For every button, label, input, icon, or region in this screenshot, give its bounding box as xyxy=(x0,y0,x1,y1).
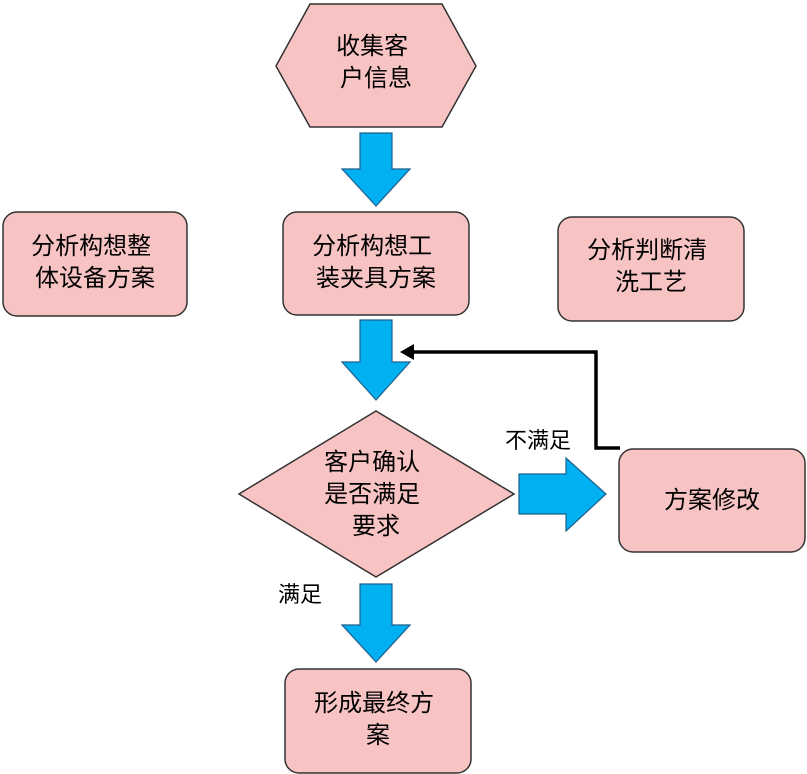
whole-equipment-line-1: 分析构想整 xyxy=(31,232,151,260)
customer-confirm-text: 客户确认 是否满足 要求 xyxy=(324,448,428,540)
collect-info-line-2: 户信息 xyxy=(340,64,412,92)
cleaning-process-node xyxy=(557,216,745,322)
cleaning-process-line-1: 分析判断清 xyxy=(587,236,707,264)
customer-confirm-node xyxy=(237,410,516,578)
satisfied-label: 满足 xyxy=(278,583,322,608)
fixture-plan-line-2: 装夹具方案 xyxy=(316,264,436,292)
final-plan-node xyxy=(284,668,472,774)
cleaning-process-text: 分析判断清 洗工艺 xyxy=(587,236,715,296)
feedback-connector-line xyxy=(412,350,620,450)
collect-info-node xyxy=(275,3,477,128)
plan-revision-text: 方案修改 xyxy=(664,486,760,514)
collect-info-line-1: 收集客 xyxy=(336,32,408,60)
final-plan-line-2: 案 xyxy=(366,721,390,749)
whole-equipment-text: 分析构想整 体设备方案 xyxy=(31,232,159,292)
down-arrow-icon xyxy=(340,583,412,663)
fixture-plan-text: 分析构想工 装夹具方案 xyxy=(312,232,440,292)
collect-info-text: 收集客 户信息 xyxy=(336,32,416,92)
whole-equipment-node xyxy=(2,211,188,317)
whole-equipment-line-2: 体设备方案 xyxy=(35,264,155,292)
final-plan-line-1: 形成最终方 xyxy=(314,689,434,717)
down-arrow-icon xyxy=(340,132,412,207)
fixture-plan-node xyxy=(282,211,470,316)
fixture-plan-line-1: 分析构想工 xyxy=(312,232,432,260)
right-arrow-icon xyxy=(518,456,607,533)
final-plan-text: 形成最终方 案 xyxy=(314,689,442,749)
plan-revision-node xyxy=(618,448,806,553)
customer-confirm-line-3: 要求 xyxy=(352,512,400,540)
cleaning-process-line-2: 洗工艺 xyxy=(615,268,687,296)
down-arrow-icon xyxy=(340,319,412,401)
not-satisfied-label: 不满足 xyxy=(505,429,571,454)
customer-confirm-line-2: 是否满足 xyxy=(324,480,420,508)
customer-confirm-line-1: 客户确认 xyxy=(324,448,420,476)
feedback-arrowhead-icon xyxy=(400,344,414,360)
